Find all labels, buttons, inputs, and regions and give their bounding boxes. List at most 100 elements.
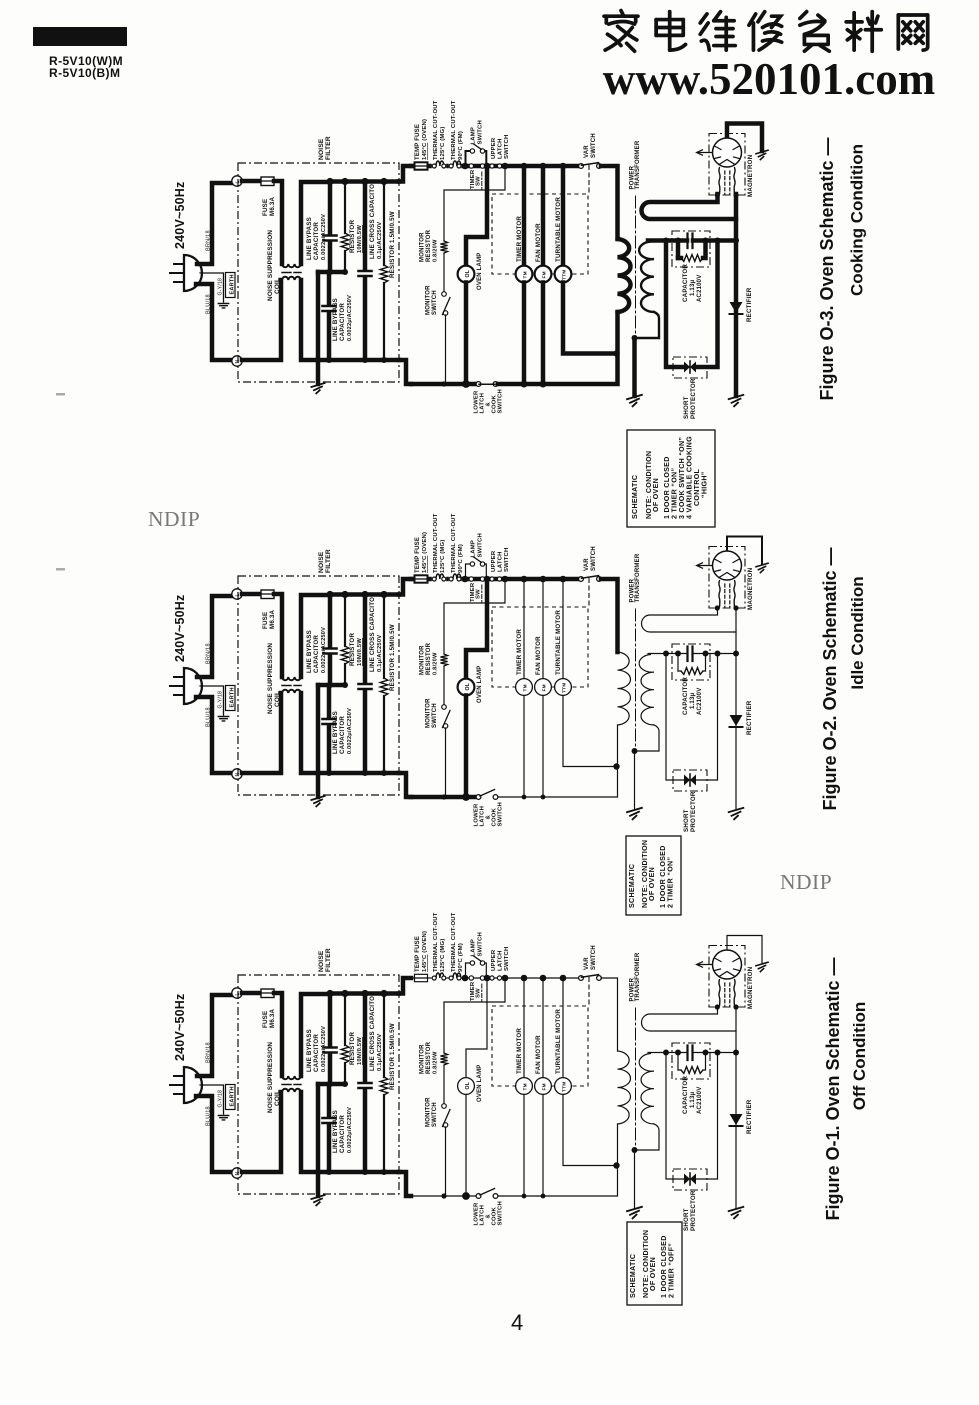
svg-text:2 TIMER “ON”: 2 TIMER “ON”: [671, 468, 679, 519]
svg-text:SWITCH: SWITCH: [478, 120, 484, 144]
svg-text:CAPACITOR: CAPACITOR: [339, 716, 346, 754]
svg-text:POWER: POWER: [630, 977, 636, 1001]
svg-text:TIMER MOTOR: TIMER MOTOR: [516, 1028, 523, 1074]
svg-text:FILTER: FILTER: [325, 549, 332, 573]
svg-text:NOISE SUPPRESSION: NOISE SUPPRESSION: [267, 643, 274, 714]
svg-text:TURNTABLE MOTOR: TURNTABLE MOTOR: [555, 1009, 562, 1074]
svg-text:TEMP FUSE: TEMP FUSE: [415, 124, 421, 160]
svg-text:NOTE: CONDITION: NOTE: CONDITION: [645, 451, 653, 519]
svg-text:SWITCH: SWITCH: [504, 135, 510, 159]
svg-text:VAR: VAR: [584, 558, 590, 571]
svg-text:FUSE: FUSE: [262, 199, 269, 216]
svg-text:BRN/18: BRN/18: [206, 230, 212, 251]
svg-text:0.1μ/AC250V: 0.1μ/AC250V: [377, 222, 383, 259]
svg-text:0.0022μ/AC250V: 0.0022μ/AC250V: [347, 295, 353, 341]
svg-text:4 VARIABLE COOKING: 4 VARIABLE COOKING: [686, 436, 694, 519]
svg-text:SW: SW: [475, 589, 481, 599]
svg-text:TRANSFORMER: TRANSFORMER: [635, 140, 641, 189]
svg-text:COOK: COOK: [492, 1206, 498, 1225]
svg-text:SHORT: SHORT: [683, 1208, 690, 1231]
svg-text:RECTIFIER: RECTIFIER: [746, 287, 753, 322]
svg-text:Figure O-2. Oven Schematic —: Figure O-2. Oven Schematic —: [820, 547, 840, 810]
svg-text:OF OVEN: OF OVEN: [649, 1257, 657, 1291]
svg-text:2 TIMER “ON”: 2 TIMER “ON”: [667, 857, 675, 908]
svg-text:LATCH: LATCH: [498, 551, 504, 572]
svg-text:0.8/20W: 0.8/20W: [433, 239, 439, 262]
svg-text:LATCH: LATCH: [498, 950, 504, 971]
svg-text:FM: FM: [542, 271, 548, 278]
svg-text:240V~50Hz: 240V~50Hz: [173, 994, 187, 1061]
svg-text:1.13μ: 1.13μ: [690, 280, 696, 296]
svg-text:MAGNETRON: MAGNETRON: [747, 966, 754, 1009]
svg-text:PROTECTOR: PROTECTOR: [690, 791, 697, 832]
svg-text:145°C (OVEN): 145°C (OVEN): [422, 931, 428, 972]
svg-text:RECTIFIER: RECTIFIER: [746, 700, 753, 735]
svg-text:4: 4: [511, 1310, 523, 1335]
svg-text:CAPACITOR: CAPACITOR: [682, 1076, 689, 1114]
svg-text:90°C (FM): 90°C (FM): [458, 131, 464, 160]
svg-text:90°C (FM): 90°C (FM): [458, 943, 464, 972]
svg-text:SWITCH: SWITCH: [591, 546, 597, 571]
svg-text:CAPACITOR: CAPACITOR: [339, 1115, 346, 1153]
svg-text:LOWER: LOWER: [474, 803, 480, 826]
svg-text:www.520101.com: www.520101.com: [603, 54, 935, 104]
svg-text:0.1μ/AC250V: 0.1μ/AC250V: [377, 1034, 383, 1071]
svg-text:BLU/18: BLU/18: [206, 294, 212, 314]
svg-text:SW: SW: [475, 988, 481, 998]
svg-text:POWER: POWER: [630, 165, 636, 189]
svg-text:OL: OL: [465, 269, 471, 277]
svg-text:MONITOR: MONITOR: [426, 285, 432, 315]
svg-text:TIMER: TIMER: [470, 582, 476, 602]
svg-text:LINE BYPASS: LINE BYPASS: [306, 217, 313, 260]
svg-text:RESISTOR: RESISTOR: [349, 1032, 356, 1065]
svg-text:TIMER: TIMER: [470, 169, 476, 189]
svg-text:THERMAL CUT-OUT: THERMAL CUT-OUT: [451, 513, 457, 573]
svg-text:CAPACITOR: CAPACITOR: [339, 303, 346, 341]
svg-text:0.8/20W: 0.8/20W: [433, 1051, 439, 1074]
svg-text:CAPACITOR: CAPACITOR: [313, 222, 320, 260]
svg-text:THERMAL CUT-OUT: THERMAL CUT-OUT: [433, 513, 439, 573]
svg-text:125°C (MG): 125°C (MG): [440, 540, 446, 574]
svg-text:EARTH: EARTH: [230, 687, 236, 707]
svg-text:MAGNETRON: MAGNETRON: [747, 567, 754, 610]
svg-text:SCHEMATIC: SCHEMATIC: [629, 1254, 637, 1298]
svg-text:MAGNETRON: MAGNETRON: [747, 154, 754, 197]
svg-text:MONITOR: MONITOR: [420, 1044, 426, 1074]
svg-text:VAR: VAR: [584, 957, 590, 970]
svg-text:G-Y/18: G-Y/18: [218, 278, 224, 296]
svg-text:AC2100V: AC2100V: [697, 275, 703, 302]
svg-text:3 COOK SWITCH “ON”: 3 COOK SWITCH “ON”: [678, 437, 686, 519]
svg-text:LINE CROSS CAPACITOR: LINE CROSS CAPACITOR: [369, 592, 376, 672]
svg-text:LATCH: LATCH: [480, 393, 486, 414]
svg-text:OVEN LAMP: OVEN LAMP: [477, 253, 483, 290]
svg-text:Figure O-3. Oven Schematic —: Figure O-3. Oven Schematic —: [817, 137, 837, 400]
svg-text:0.0022μ/AC250V: 0.0022μ/AC250V: [321, 214, 327, 260]
svg-text:0.0022μ/AC250V: 0.0022μ/AC250V: [347, 708, 353, 754]
svg-text:PROTECTOR: PROTECTOR: [690, 378, 697, 419]
svg-text:RESISTOR: RESISTOR: [426, 642, 432, 675]
svg-text:1 DOOR CLOSED: 1 DOOR CLOSED: [660, 1235, 668, 1298]
svg-text:NOISE: NOISE: [318, 138, 325, 160]
svg-text:2 TIMER “OFF”: 2 TIMER “OFF”: [668, 1243, 676, 1298]
svg-text:125°C (MG): 125°C (MG): [440, 939, 446, 973]
svg-text:TTM: TTM: [562, 1082, 568, 1092]
svg-text:TIMER: TIMER: [470, 981, 476, 1001]
svg-text:0.0022μ/AC250V: 0.0022μ/AC250V: [321, 1026, 327, 1072]
svg-text:R-5V10(B)M: R-5V10(B)M: [49, 66, 120, 80]
svg-text:SWITCH: SWITCH: [591, 945, 597, 970]
svg-text:TURNTABLE MOTOR: TURNTABLE MOTOR: [555, 610, 562, 675]
svg-text:THERMAL CUT-OUT: THERMAL CUT-OUT: [433, 912, 439, 972]
svg-text:FILTER: FILTER: [325, 136, 332, 160]
svg-text:RESISTOR: RESISTOR: [426, 1041, 432, 1074]
svg-text:NOISE: NOISE: [318, 950, 325, 972]
svg-text:SWITCH: SWITCH: [498, 802, 504, 826]
svg-text:COOK: COOK: [492, 394, 498, 413]
svg-text:0.0022μ/AC250V: 0.0022μ/AC250V: [347, 1107, 353, 1153]
svg-text:SWITCH: SWITCH: [498, 1201, 504, 1225]
svg-text:TRANSFORMER: TRANSFORMER: [635, 553, 641, 602]
svg-text:LOWER: LOWER: [474, 390, 480, 413]
svg-text:MONITOR: MONITOR: [426, 698, 432, 728]
svg-text:M6.3A: M6.3A: [269, 609, 276, 629]
svg-text:FUSE: FUSE: [262, 612, 269, 629]
svg-text:THERMAL CUT-OUT: THERMAL CUT-OUT: [451, 912, 457, 972]
